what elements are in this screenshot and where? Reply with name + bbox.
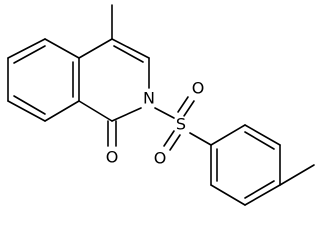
- bond: [111, 107, 142, 122]
- bond-inner: [113, 45, 144, 63]
- sulfur-bg: [173, 116, 189, 132]
- bond-inner: [13, 95, 46, 115]
- bond: [78, 100, 113, 122]
- sulfonyl-oxygen-lower-bg: [152, 150, 168, 166]
- bond: [7, 100, 46, 122]
- atom-labels: N S O O O: [104, 79, 206, 168]
- bond: [163, 130, 175, 147]
- bond-lines: [7, 4, 315, 206]
- bond: [244, 124, 281, 146]
- ring-nitrogen-bg: [141, 90, 157, 106]
- bond: [177, 96, 189, 113]
- bond: [154, 107, 175, 119]
- bond: [210, 124, 246, 146]
- bond: [183, 100, 195, 117]
- sulfonyl-oxygen-upper-label: O: [192, 79, 205, 98]
- isoquinolinone-tosyl-structure: N S O O O: [7, 4, 315, 206]
- bond: [111, 38, 150, 59]
- bond: [210, 184, 246, 206]
- bond-inner: [13, 45, 46, 64]
- bond: [7, 38, 46, 59]
- bond: [169, 134, 181, 151]
- bond: [244, 184, 281, 206]
- bond: [189, 132, 212, 146]
- ring-nitrogen-label: N: [143, 89, 155, 108]
- bond: [44, 38, 80, 59]
- sulfonyl-oxygen-upper-bg: [190, 80, 206, 96]
- bond: [44, 100, 80, 122]
- carbonyl-oxygen-bg: [104, 149, 120, 165]
- sulfur-label: S: [176, 115, 186, 134]
- bond-inner: [244, 180, 275, 199]
- bond: [78, 38, 113, 59]
- carbonyl-oxygen-label: O: [106, 148, 119, 167]
- bond-inner: [244, 131, 275, 150]
- sulfonyl-oxygen-lower-label: O: [154, 149, 167, 168]
- bond: [279, 164, 315, 186]
